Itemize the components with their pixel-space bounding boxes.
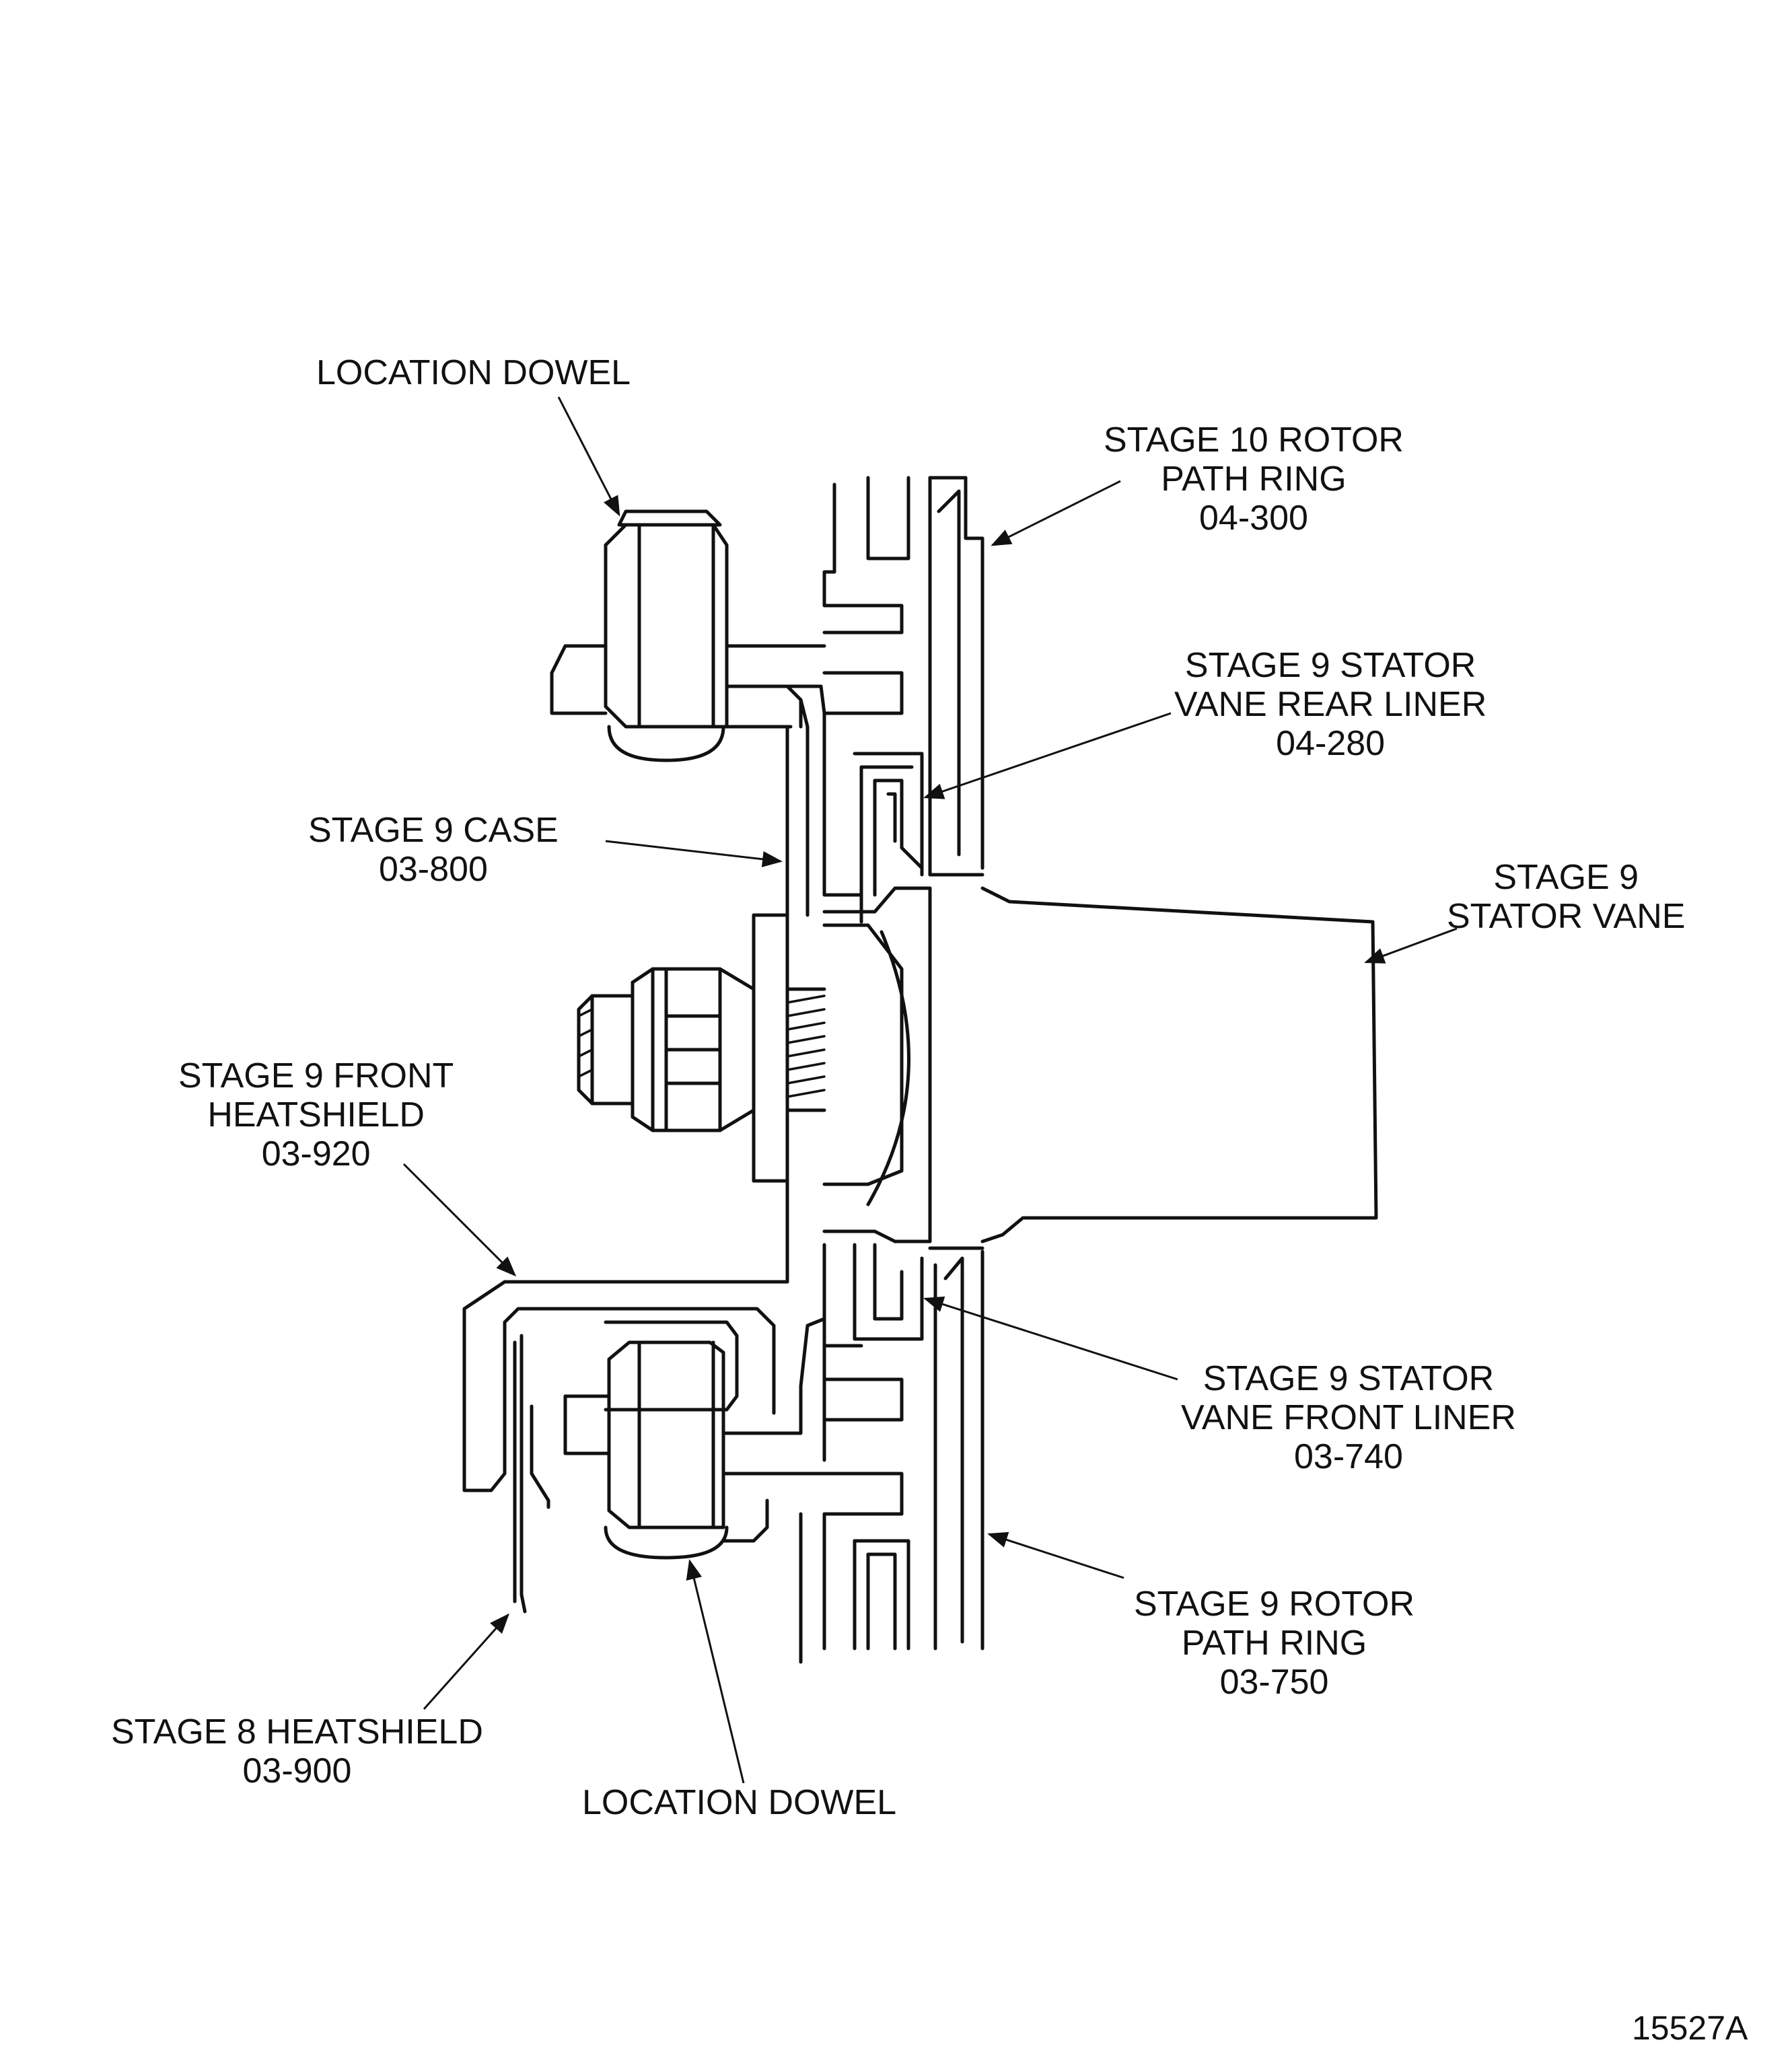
label-location-dowel-top: LOCATION DOWEL: [316, 353, 631, 392]
label-line: STAGE 9 STATOR: [1203, 1359, 1495, 1398]
stage8-heatshield-shape: [513, 1334, 769, 1614]
leader-stage9-case: [605, 840, 783, 867]
upper-path-ring-fins: [822, 476, 910, 715]
label-stage9-stator-vane: STAGE 9 STATOR VANE: [1447, 858, 1685, 936]
label-location-dowel-bottom: LOCATION DOWEL: [582, 1783, 896, 1822]
label-line: LOCATION DOWEL: [316, 353, 631, 392]
label-line: STAGE 10 ROTOR: [1104, 421, 1404, 460]
label-stage10-rotor-path-ring: STAGE 10 ROTOR PATH RING 04-300: [1104, 421, 1404, 538]
label-line: VANE FRONT LINER: [1181, 1398, 1516, 1437]
rotor-path-ring-wall: [928, 476, 984, 1651]
label-line: HEATSHIELD: [207, 1095, 425, 1134]
leader-location-dowel-bottom: [686, 1559, 745, 1784]
leader-stage9-stator-vane-rear-liner: [923, 712, 1172, 799]
label-line: STAGE 9 STATOR: [1184, 646, 1476, 685]
label-line: 03-900: [242, 1751, 352, 1791]
label-line: VANE REAR LINER: [1174, 685, 1487, 724]
stage9-case-shape: [550, 644, 863, 924]
label-line: 03-740: [1294, 1437, 1403, 1476]
label-stage9-rotor-path-ring: STAGE 9 ROTOR PATH RING 03-750: [1134, 1585, 1414, 1702]
stator-vane-front-liner-shape: [822, 1243, 924, 1348]
label-line: PATH RING: [1161, 460, 1347, 499]
label-line: STAGE 9 CASE: [308, 811, 559, 850]
label-stage9-stator-vane-rear-liner: STAGE 9 STATOR VANE REAR LINER 04-280: [1174, 646, 1486, 763]
leader-lines: [402, 396, 1458, 1784]
location-dowel-bottom: [563, 1317, 826, 1560]
label-stage8-heatshield: STAGE 8 HEATSHIELD 03-900: [111, 1712, 483, 1791]
leader-location-dowel-top: [557, 396, 620, 517]
label-line: PATH RING: [1181, 1624, 1367, 1663]
label-line: STAGE 9: [1493, 858, 1639, 897]
leader-stage8-heatshield: [423, 1613, 509, 1710]
label-stage9-stator-vane-front-liner: STAGE 9 STATOR VANE FRONT LINER 03-740: [1181, 1359, 1516, 1476]
label-line: STATOR VANE: [1447, 897, 1686, 936]
label-line: LOCATION DOWEL: [582, 1783, 897, 1822]
leader-stage9-front-heatshield: [402, 1163, 517, 1277]
bolt-assembly: [577, 913, 826, 1183]
label-line: 04-300: [1199, 499, 1308, 538]
leader-stage9-stator-vane-front-liner: [923, 1296, 1178, 1381]
location-dowel-top: [604, 509, 729, 762]
lower-path-ring-fins: [799, 1377, 910, 1664]
label-stage9-front-heatshield: STAGE 9 FRONT HEATSHIELD 03-920: [178, 1056, 454, 1173]
stage9-front-heatshield-shape: [462, 913, 789, 1492]
label-line: STAGE 9 FRONT: [178, 1056, 454, 1095]
leader-stage10-rotor-path-ring: [991, 480, 1121, 546]
leader-stage9-rotor-path-ring: [987, 1531, 1124, 1579]
label-line: 04-280: [1276, 724, 1386, 763]
label-line: 03-800: [378, 850, 488, 889]
label-line: 03-750: [1219, 1663, 1329, 1702]
label-line: STAGE 8 HEATSHIELD: [111, 1712, 483, 1751]
label-stage9-case: STAGE 9 CASE 03-800: [308, 811, 559, 889]
leader-stage9-stator-vane: [1364, 927, 1458, 964]
stator-vane-shape: [822, 886, 1378, 1243]
label-line: 03-920: [261, 1134, 371, 1173]
figure-number: 15527A: [1632, 2009, 1748, 2047]
stator-vane-rear-liner-shape: [853, 752, 924, 897]
label-line: STAGE 9 ROTOR: [1134, 1585, 1415, 1624]
